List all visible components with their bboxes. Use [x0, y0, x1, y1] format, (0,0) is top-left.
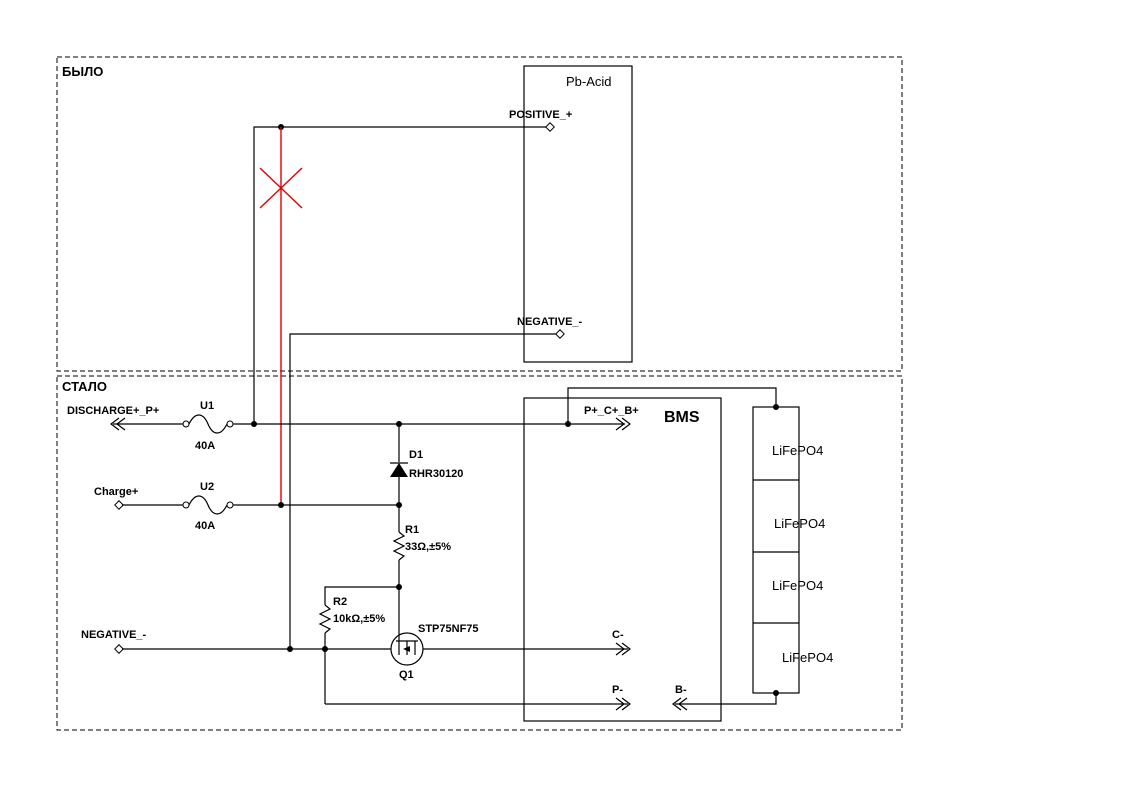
- after-section-frame: [56, 375, 903, 731]
- bms-b-arrow-icon: [678, 697, 688, 711]
- fuse-u2-symbol: [188, 495, 228, 515]
- negative-pin: [114, 644, 124, 654]
- bms-p-arrow-icon: [615, 697, 625, 711]
- resistor-r2-symbol: [318, 604, 332, 634]
- before-section-frame: [56, 56, 903, 372]
- discharge-terminal-label: DISCHARGE+_P+: [67, 405, 159, 417]
- before-section-title: БЫЛО: [62, 64, 103, 79]
- negative-terminal-label: NEGATIVE_-: [81, 629, 147, 641]
- removed-link-cross: [259, 167, 303, 209]
- old-negative-wire: [289, 333, 556, 649]
- cell-label: LiFePO4: [774, 516, 825, 531]
- resistor-r1-value: 33Ω,±5%: [405, 541, 451, 553]
- pb-acid-positive-label: POSITIVE_+: [509, 109, 572, 121]
- junction-dot: [278, 502, 284, 508]
- r2-wire: [324, 586, 399, 605]
- bms-b-arrow-icon: [672, 697, 682, 711]
- pb-acid-title: Pb-Acid: [566, 74, 612, 89]
- fuse-u2-value: 40A: [195, 520, 215, 532]
- resistor-r2-value: 10kΩ,±5%: [333, 613, 385, 625]
- bms-pcb-pin-label: P+_C+_B+: [584, 405, 639, 417]
- mosfet-q1-value: STP75NF75: [418, 623, 479, 635]
- battery-negative-wire: [675, 693, 777, 705]
- cell-label: LiFePO4: [772, 443, 823, 458]
- cell-stack: [752, 406, 800, 694]
- charge-terminal-label: Charge+: [94, 486, 138, 498]
- fuse-u1-symbol: [188, 414, 228, 434]
- discharge-arrow-icon: [110, 417, 120, 431]
- diode-d1-symbol: [390, 463, 408, 477]
- fuse-u1-value: 40A: [195, 440, 215, 452]
- pb-negative-pin: [555, 329, 565, 339]
- pb-positive-pin: [545, 122, 555, 132]
- bms-c-arrow-icon: [615, 642, 625, 656]
- diode-d1-value: RHR30120: [409, 468, 463, 480]
- diode-d1-ref: D1: [409, 449, 423, 461]
- junction-dot: [322, 646, 328, 652]
- bms-pcb-arrow-icon: [621, 417, 631, 431]
- mosfet-q1-arrow-icon: [403, 646, 410, 652]
- fuse-u1-ref: U1: [200, 400, 214, 412]
- old-positive-wire: [253, 126, 546, 424]
- junction-dot: [287, 646, 293, 652]
- bms-title: BMS: [664, 409, 700, 426]
- fuse-u1-pin: [226, 420, 234, 428]
- resistor-r1-symbol: [392, 531, 406, 561]
- battery-positive-wire: [567, 387, 777, 424]
- bms-pcb-arrow-icon: [615, 417, 625, 431]
- resistor-r1-ref: R1: [405, 524, 419, 536]
- bms-c-pin-label: C-: [612, 629, 624, 641]
- fuse-u2-pin: [182, 501, 190, 509]
- after-section-title: СТАЛО: [62, 379, 107, 394]
- junction-dot: [251, 421, 257, 427]
- fuse-u2-ref: U2: [200, 481, 214, 493]
- bms-p-arrow-icon: [621, 697, 631, 711]
- cell-label: LiFePO4: [782, 650, 833, 665]
- bms-p-pin-label: P-: [612, 684, 623, 696]
- bms-c-arrow-icon: [621, 642, 631, 656]
- bms-block: [523, 397, 722, 722]
- fuse-u2-pin: [226, 501, 234, 509]
- fuse-u1-pin: [182, 420, 190, 428]
- pb-acid-negative-label: NEGATIVE_-: [517, 316, 583, 328]
- cell-label: LiFePO4: [772, 578, 823, 593]
- resistor-r2-ref: R2: [333, 596, 347, 608]
- charge-pin: [114, 500, 124, 510]
- pb-acid-block: [523, 65, 633, 363]
- mosfet-q1-ref: Q1: [399, 669, 414, 681]
- bms-b-pin-label: B-: [675, 684, 687, 696]
